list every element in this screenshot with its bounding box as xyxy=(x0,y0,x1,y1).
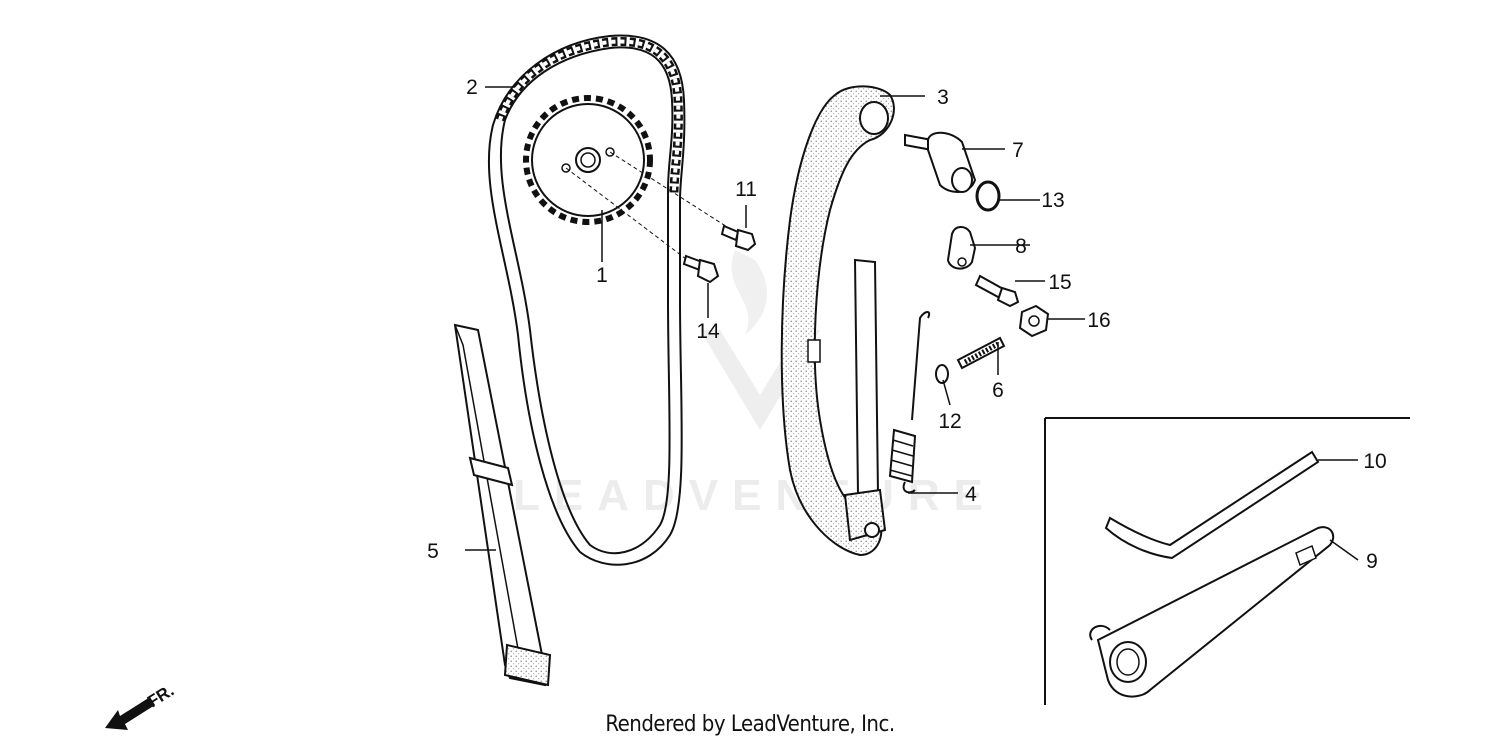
label-5: 5 xyxy=(427,540,439,563)
tensioner-pin xyxy=(1104,450,1320,560)
bolt-14 xyxy=(682,254,720,284)
label-11: 11 xyxy=(735,178,757,201)
cam-sprocket xyxy=(523,95,653,225)
cam-chain xyxy=(487,34,686,566)
tensioner-arm xyxy=(780,85,895,557)
label-4: 4 xyxy=(965,483,977,506)
label-7: 7 xyxy=(1012,139,1024,162)
label-2: 2 xyxy=(466,76,478,99)
stud-6 xyxy=(956,336,1006,370)
label-8: 8 xyxy=(1015,235,1027,258)
callout-lines xyxy=(465,86,1359,561)
label-13: 13 xyxy=(1041,189,1064,212)
label-14: 14 xyxy=(696,320,720,343)
watermark-text: LEADVENTURE xyxy=(513,471,997,520)
bolt-15 xyxy=(974,274,1020,308)
label-10: 10 xyxy=(1363,450,1386,473)
o-ring xyxy=(975,180,1001,212)
label-12: 12 xyxy=(938,410,961,433)
label-1: 1 xyxy=(596,264,608,287)
label-15: 15 xyxy=(1048,271,1071,294)
bolt-11 xyxy=(720,224,757,252)
washer-12 xyxy=(935,364,949,384)
watermark: LEADVENTURE xyxy=(513,250,997,520)
label-16: 16 xyxy=(1087,309,1110,332)
label-9: 9 xyxy=(1366,550,1378,573)
nut-16 xyxy=(1018,304,1050,338)
tool-frame xyxy=(1044,417,1410,705)
bolt-11-guide xyxy=(609,151,736,233)
label-6: 6 xyxy=(992,379,1004,402)
footer-credit: Rendered by LeadVenture, Inc. xyxy=(605,712,895,737)
label-3: 3 xyxy=(937,86,949,109)
spring-4 xyxy=(888,311,931,494)
bolt-14-guide xyxy=(565,167,691,263)
tensioner-pushrod xyxy=(904,131,977,193)
tensioner-wrench xyxy=(1089,526,1335,698)
chain-guide xyxy=(453,323,552,687)
plate xyxy=(946,226,977,270)
